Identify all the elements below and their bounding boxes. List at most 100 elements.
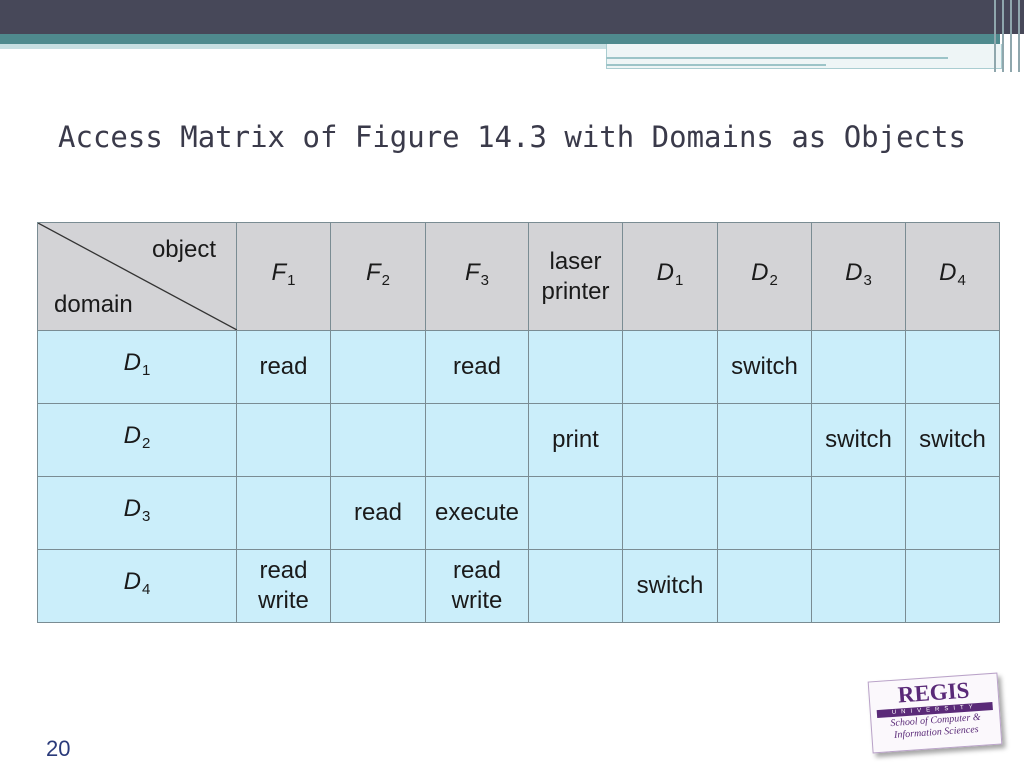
corner-header: object domain [37, 222, 237, 331]
table-cell [236, 403, 331, 477]
table-cell [811, 476, 906, 550]
column-header-letter: D [656, 258, 674, 286]
banner-vertical-line [994, 0, 996, 72]
banner-dark-band [0, 0, 1024, 34]
access-right: print [552, 426, 599, 453]
banner-vertical-line [1002, 0, 1004, 72]
access-right: read [452, 353, 502, 380]
column-header: D2 [717, 222, 812, 331]
table-row: D4 read write read write switch [37, 549, 1000, 623]
table-cell: read write [425, 549, 529, 623]
row-header: D2 [37, 403, 237, 477]
column-header-subscript: 3 [863, 271, 872, 289]
column-header-subscript: 4 [957, 271, 966, 289]
table-row: D2 print switch switch [37, 403, 1000, 477]
table-row: D1 read read switch [37, 330, 1000, 404]
row-header-subscript: 3 [142, 508, 151, 525]
table-cell [425, 403, 529, 477]
access-right: read [259, 353, 308, 380]
column-header: D1 [622, 222, 718, 331]
column-header: D4 [905, 222, 1000, 331]
access-right: read [259, 557, 308, 584]
access-right: switch [919, 426, 986, 453]
column-header: F2 [330, 222, 426, 331]
table-cell: read [330, 476, 426, 550]
table-cell [330, 403, 426, 477]
table-cell: print [528, 403, 623, 477]
regis-university-logo: REGIS UNIVERSITY School of Computer & In… [867, 672, 1003, 754]
column-header: F1 [236, 222, 331, 331]
page-number: 20 [46, 736, 71, 761]
top-banner [0, 0, 1024, 72]
access-right: read [353, 499, 403, 526]
access-right: switch [636, 572, 704, 599]
column-header-subscript: 2 [381, 271, 390, 289]
banner-light-stripe [0, 44, 610, 49]
row-header-subscript: 1 [142, 362, 151, 379]
table-cell: switch [811, 403, 906, 477]
table-cell [811, 330, 906, 404]
table-cell: switch [622, 549, 718, 623]
access-right: write [258, 587, 309, 614]
column-header-letter: D [845, 258, 863, 286]
access-right: read [452, 557, 502, 584]
column-header-subscript: 1 [287, 271, 296, 289]
column-header-subscript: 3 [480, 271, 489, 289]
table-cell [622, 403, 718, 477]
row-header: D4 [37, 549, 237, 623]
banner-teal-band [0, 34, 1000, 44]
table-cell [717, 549, 812, 623]
table-cell: switch [717, 330, 812, 404]
column-header-subscript: 1 [675, 271, 684, 289]
table-cell: read [236, 330, 331, 404]
table-cell [905, 330, 1000, 404]
table-cell [811, 549, 906, 623]
column-header: F3 [425, 222, 529, 331]
column-header-line: laser [549, 247, 602, 275]
table-cell: switch [905, 403, 1000, 477]
table-cell [717, 476, 812, 550]
domain-axis-label: domain [54, 291, 133, 318]
table-cell [528, 549, 623, 623]
table-cell [622, 476, 718, 550]
column-header-letter: D [939, 258, 957, 286]
banner-accent-line [606, 57, 948, 59]
access-right: write [451, 587, 503, 614]
column-header-letter: D [751, 258, 769, 286]
access-right: execute [434, 499, 520, 526]
table-cell [905, 476, 1000, 550]
slide-title: Access Matrix of Figure 14.3 with Domain… [58, 120, 966, 154]
table-cell [330, 549, 426, 623]
column-header: D3 [811, 222, 906, 331]
row-header-letter: D [123, 349, 141, 376]
access-right: switch [731, 353, 798, 380]
row-header-letter: D [123, 495, 141, 522]
row-header-letter: D [123, 422, 141, 449]
table-cell [236, 476, 331, 550]
row-header-subscript: 2 [142, 435, 151, 452]
column-header-letter: F [464, 258, 480, 286]
table-cell [330, 330, 426, 404]
row-header-letter: D [123, 568, 141, 595]
banner-vertical-line [1010, 0, 1012, 72]
diagonal-divider [38, 223, 237, 330]
table-cell [528, 330, 623, 404]
table-cell: read write [236, 549, 331, 623]
table-cell: execute [425, 476, 529, 550]
row-header: D3 [37, 476, 237, 550]
column-header-subscript: 2 [769, 271, 778, 289]
banner-vertical-line [1018, 0, 1020, 72]
table-cell [622, 330, 718, 404]
table-cell: read [425, 330, 529, 404]
column-header-line: printer [541, 277, 610, 305]
banner-accent-line [606, 64, 826, 66]
table-cell [528, 476, 623, 550]
column-header-letter: F [365, 258, 381, 286]
table-cell [905, 549, 1000, 623]
access-right: switch [825, 426, 892, 453]
object-axis-label: object [151, 236, 216, 263]
